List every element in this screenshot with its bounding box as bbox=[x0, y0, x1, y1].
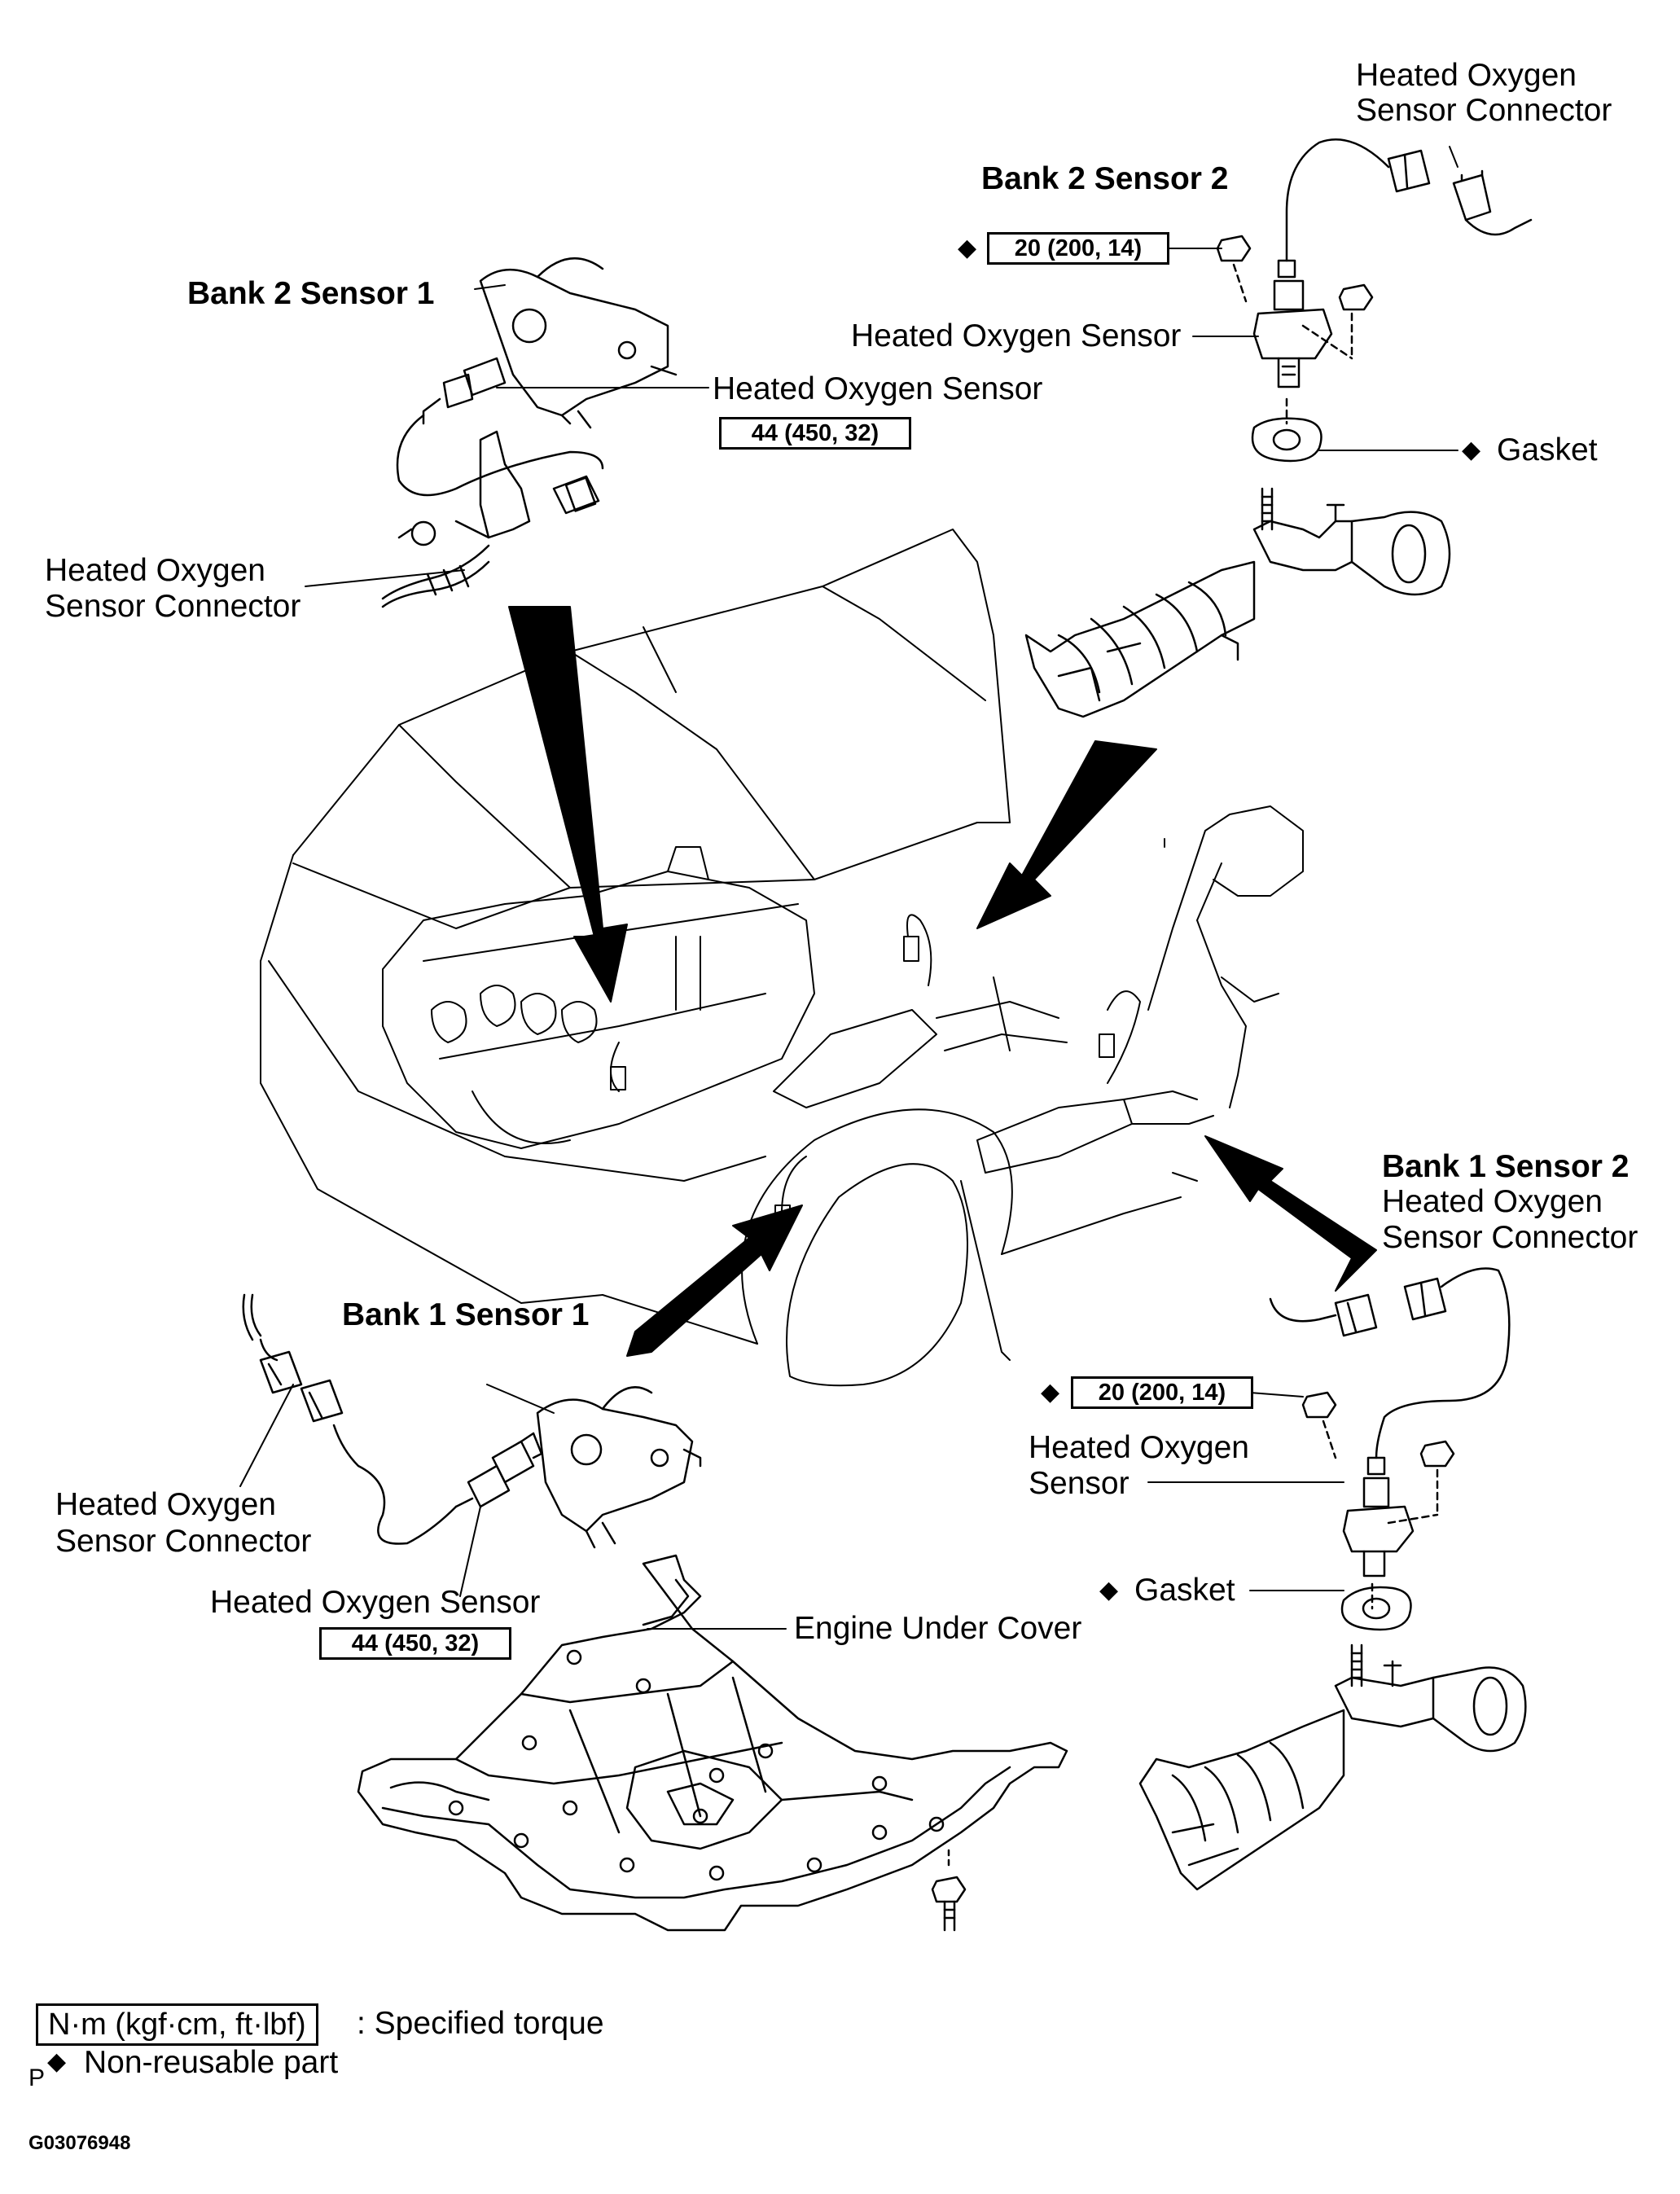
b2s2-nonreusable-diamond-icon: ◆ bbox=[958, 234, 977, 262]
b1s2-nonreusable-diamond-icon: ◆ bbox=[1041, 1378, 1060, 1406]
legend-nonreusable-desc: Non-reusable part bbox=[84, 2045, 339, 2080]
bank1-sensor1-title: Bank 1 Sensor 1 bbox=[342, 1297, 590, 1332]
b1s2-gasket-label: Gasket bbox=[1134, 1573, 1235, 1608]
b2s1-connector-label-line1: Heated Oxygen bbox=[45, 553, 266, 588]
legend-torque-units-box: N·m (kgf·cm, ft·lbf) bbox=[36, 2003, 318, 2046]
b2s2-connector-label-line1: Heated Oxygen bbox=[1356, 58, 1577, 93]
b1s2-connector-label-line1: Heated Oxygen bbox=[1382, 1184, 1603, 1219]
bank2-sensor1-title: Bank 2 Sensor 1 bbox=[187, 276, 435, 311]
b2s2-connector-label-line2: Sensor Connector bbox=[1356, 93, 1612, 128]
bank2-sensor2-inset bbox=[1024, 138, 1533, 718]
b1s2-connector-label-line2: Sensor Connector bbox=[1382, 1220, 1638, 1255]
legend-p-mark: P bbox=[29, 2065, 46, 2091]
leader-lines bbox=[239, 146, 1458, 1630]
legend-nonreusable-diamond-icon: ◆ bbox=[47, 2047, 67, 2076]
b1s1-sensor-label: Heated Oxygen Sensor bbox=[210, 1585, 541, 1620]
b1s2-sensor-label-line2: Sensor bbox=[1029, 1466, 1130, 1501]
b2s2-sensor-label: Heated Oxygen Sensor bbox=[851, 318, 1182, 353]
bank1-sensor1-inset bbox=[242, 1293, 702, 1549]
engine-under-cover-label: Engine Under Cover bbox=[794, 1611, 1082, 1646]
b1s2-torque-box: 20 (200, 14) bbox=[1071, 1376, 1253, 1409]
b1s1-connector-label-line2: Sensor Connector bbox=[55, 1524, 312, 1559]
legend-torque-desc: : Specified torque bbox=[357, 2006, 604, 2041]
vehicle-body bbox=[260, 529, 1182, 1387]
b2s2-gasket-label: Gasket bbox=[1497, 432, 1598, 467]
b1s1-torque-box: 44 (450, 32) bbox=[319, 1627, 511, 1660]
b1s2-gasket-diamond-icon: ◆ bbox=[1099, 1576, 1119, 1604]
b1s1-connector-label-line1: Heated Oxygen bbox=[55, 1487, 277, 1522]
pointer-arrows bbox=[508, 606, 1377, 1357]
b2s1-sensor-label: Heated Oxygen Sensor bbox=[713, 371, 1043, 406]
bank2-sensor2-title: Bank 2 Sensor 2 bbox=[981, 161, 1229, 196]
b2s1-torque-box: 44 (450, 32) bbox=[719, 417, 911, 450]
engine-under-cover bbox=[357, 1554, 1068, 1932]
bank2-sensor1-inset bbox=[381, 257, 678, 608]
exhaust-system-vehicle bbox=[610, 805, 1304, 1229]
bank1-sensor2-inset bbox=[1138, 1267, 1527, 1891]
bank1-sensor2-title: Bank 1 Sensor 2 bbox=[1382, 1149, 1630, 1184]
b1s2-sensor-label-line1: Heated Oxygen bbox=[1029, 1430, 1250, 1465]
figure-id: G03076948 bbox=[29, 2132, 131, 2154]
b2s2-gasket-diamond-icon: ◆ bbox=[1462, 436, 1481, 464]
b2s2-torque-box: 20 (200, 14) bbox=[987, 232, 1169, 265]
b2s1-connector-label-line2: Sensor Connector bbox=[45, 589, 301, 624]
